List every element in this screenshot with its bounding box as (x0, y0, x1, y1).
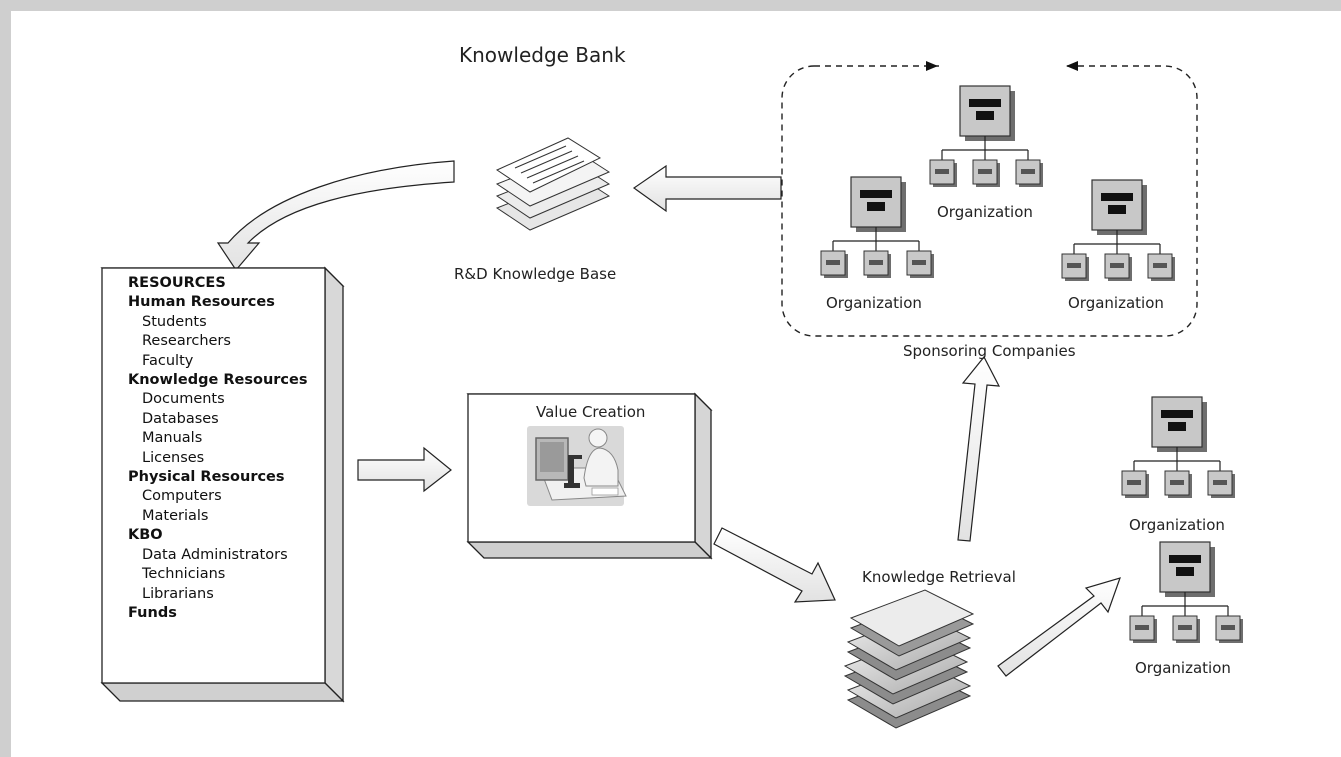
resource-group: Knowledge Resources (128, 372, 308, 389)
researcher-icon (527, 426, 627, 506)
page-title: Knowledge Bank (459, 43, 626, 67)
resources-list: RESOURCES Human Resources Students Resea… (128, 274, 308, 623)
organization-label: Organization (1135, 659, 1231, 677)
dashed-arrowhead-right (926, 61, 938, 71)
arrow-curve-to-resources (216, 160, 455, 271)
resource-group: Funds (128, 604, 177, 621)
resource-item: Librarians (142, 585, 214, 602)
rd-knowledge-base-label: R&D Knowledge Base (454, 265, 617, 283)
frame-border-left (0, 0, 11, 757)
resource-group: Physical Resources (128, 469, 285, 486)
resource-item: Technicians (142, 566, 226, 583)
knowledge-retrieval-label: Knowledge Retrieval (862, 568, 1016, 586)
documents-stack-icon (495, 137, 611, 231)
arrow-to-knowledge-retrieval (713, 527, 836, 603)
resource-item: Manuals (142, 430, 203, 447)
organization-label: Organization (937, 203, 1033, 221)
resources-box (100, 266, 345, 703)
resource-item: Documents (142, 391, 225, 408)
arrow-to-sponsoring-companies (957, 355, 1001, 542)
organization-label: Organization (1129, 516, 1225, 534)
arrow-to-knowledge-base (632, 164, 782, 213)
organization-label: Organization (1068, 294, 1164, 312)
resource-item: Licenses (142, 449, 205, 466)
resource-item: Materials (142, 507, 209, 524)
value-creation-label: Value Creation (536, 403, 646, 421)
org-chart-icon (1129, 541, 1243, 643)
resource-item: Computers (142, 488, 222, 505)
frame-border-top (0, 0, 1341, 11)
sponsoring-companies-label: Sponsoring Companies (903, 342, 1076, 360)
arrow-to-value-creation (357, 446, 452, 493)
resource-item: Databases (142, 410, 219, 427)
org-chart-icon (1061, 179, 1175, 281)
resource-item: Faculty (142, 352, 194, 369)
resource-item: Researchers (142, 333, 231, 350)
resource-group: Human Resources (128, 294, 275, 311)
org-chart-icon (1121, 396, 1235, 498)
resources-heading: RESOURCES (128, 275, 226, 291)
resource-item: Data Administrators (142, 546, 288, 563)
arrow-to-organizations (997, 577, 1121, 677)
dashed-arrowhead-left (1066, 61, 1078, 71)
org-chart-icon (820, 176, 934, 278)
organization-label: Organization (826, 294, 922, 312)
org-chart-icon (929, 85, 1043, 187)
books-stack-icon (843, 589, 975, 729)
resource-group: KBO (128, 527, 163, 544)
resource-item: Students (142, 313, 207, 330)
